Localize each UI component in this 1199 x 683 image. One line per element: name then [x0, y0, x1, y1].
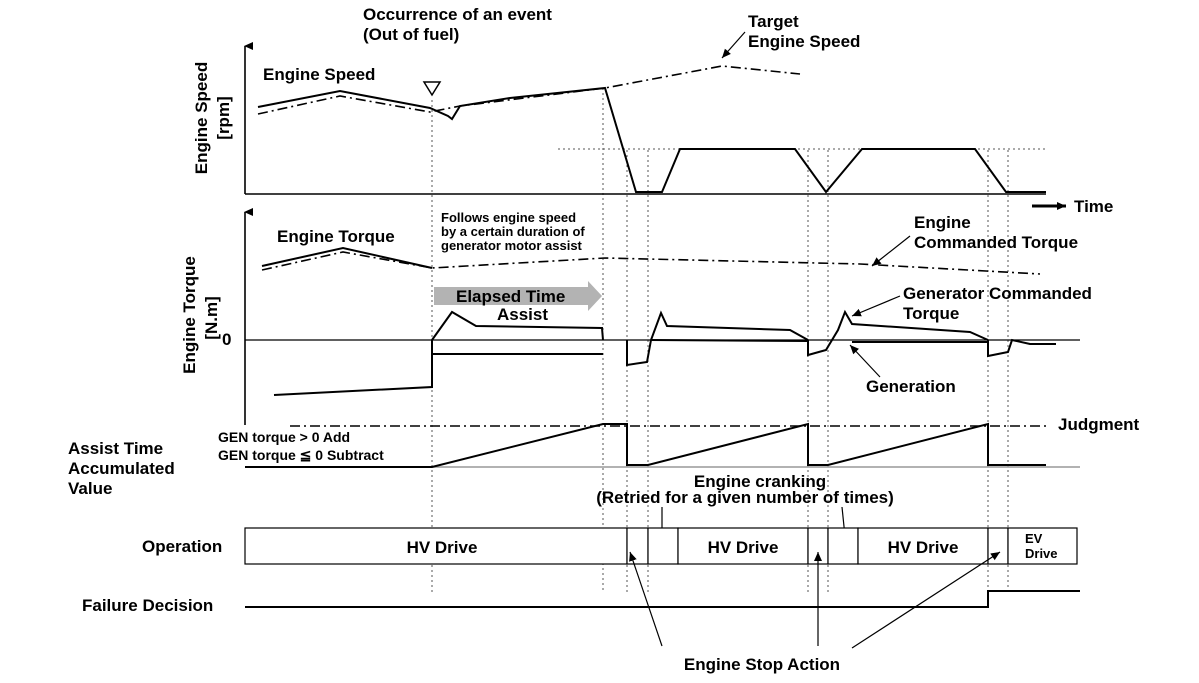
ev-drive-label-2: Drive: [1025, 546, 1058, 561]
operation-segment: [677, 527, 809, 565]
assist-accumulated-line: [245, 422, 1046, 468]
event-sub-label: (Out of fuel): [363, 25, 459, 44]
assist-label-2: Accumulated: [68, 459, 175, 478]
failure-decision-line: [245, 590, 1080, 608]
time-label: Time: [1074, 197, 1113, 216]
elapsed-label-1: Elapsed Time: [456, 287, 565, 306]
speed-y-label: Engine Speed: [192, 62, 211, 174]
gen-cmd-label-2: Torque: [903, 304, 959, 323]
generator-torque-tail: [987, 338, 1056, 358]
stop-arrow-3: [851, 551, 1001, 649]
target-label: Target: [748, 12, 799, 31]
cranking-label-1: Engine cranking: [694, 472, 826, 491]
engine-commanded-torque-line: [261, 251, 1041, 275]
engine-speed-curve-label: Engine Speed: [263, 65, 375, 84]
assist-time-panel: Assist Time Accumulated Value GEN torque…: [68, 415, 1140, 498]
failure-decision-panel: Failure Decision: [82, 590, 1080, 615]
follows-label-3: generator motor assist: [441, 238, 583, 253]
hv-drive-label-2: HV Drive: [708, 538, 779, 557]
cmd-torque-label-1: Engine: [914, 213, 971, 232]
operation-segment: [647, 527, 679, 565]
cmd-torque-label-2: Commanded Torque: [914, 233, 1078, 252]
failure-label: Failure Decision: [82, 596, 213, 615]
assist-label-1: Assist Time: [68, 439, 163, 458]
operation-panel: Operation HV Drive HV Drive HV Drive EV …: [142, 527, 1078, 565]
assist-label-3: Value: [68, 479, 112, 498]
cranking-label-2: (Retried for a given number of times): [596, 488, 894, 507]
generator-torque-assist-3: [807, 309, 989, 357]
follows-label-1: Follows engine speed: [441, 210, 576, 225]
gen-cmd-pointer: [851, 295, 901, 317]
elapsed-label-2: Assist: [497, 305, 548, 324]
engine-torque-panel: 0 Engine Torque [N.m] Engine Torque Foll…: [180, 208, 1092, 425]
target-sub-label: Engine Speed: [748, 32, 860, 51]
stop-action-label: Engine Stop Action: [684, 655, 840, 674]
judgment-label: Judgment: [1058, 415, 1140, 434]
hv-drive-label-1: HV Drive: [407, 538, 478, 557]
speed-y-unit: [rpm]: [214, 96, 233, 139]
generator-torque-assist-1: [273, 310, 604, 396]
stop-arrow-1: [629, 551, 663, 647]
gen-add-label: GEN torque > 0 Add: [218, 429, 350, 445]
engine-stop-annotation: Engine Stop Action: [629, 551, 1001, 674]
ev-drive-label-1: EV: [1025, 531, 1043, 546]
engine-speed-panel: Time Engine Speed [rpm] Engine Speed Occ…: [192, 5, 1113, 216]
torque-y-label: Engine Torque: [180, 256, 199, 374]
torque-y-unit: [N.m]: [202, 296, 221, 339]
operation-segment: [626, 527, 649, 565]
generation-label: Generation: [866, 377, 956, 396]
generator-generation-line: [650, 339, 988, 343]
operation-segment: [987, 527, 1009, 565]
generation-pointer: [849, 344, 881, 378]
hv-drive-label-3: HV Drive: [888, 538, 959, 557]
elapsed-time-arrow: [434, 281, 602, 311]
engine-torque-curve-label: Engine Torque: [277, 227, 395, 246]
target-pointer: [721, 31, 746, 59]
generator-torque-assist-2: [626, 310, 809, 367]
cmd-torque-pointer: [871, 235, 911, 267]
gen-cmd-label-1: Generator Commanded: [903, 284, 1092, 303]
operation-segment: [827, 527, 859, 565]
engine-torque-line: [261, 246, 433, 269]
engine-speed-line: [257, 86, 1046, 194]
operation-segment: [244, 527, 628, 565]
operation-segment: [1007, 527, 1078, 565]
event-triangle-icon: [422, 81, 442, 97]
generator-torque-negative-1: [431, 340, 603, 355]
operation-label: Operation: [142, 537, 222, 556]
cranking-annotation: Engine cranking (Retried for a given num…: [596, 472, 894, 547]
zero-label: 0: [222, 330, 231, 349]
follows-label-2: by a certain duration of: [441, 224, 585, 239]
event-label: Occurrence of an event: [363, 5, 552, 24]
gen-subtract-label: GEN torque ≦ 0 Subtract: [218, 447, 384, 463]
operation-segment: [857, 527, 989, 565]
